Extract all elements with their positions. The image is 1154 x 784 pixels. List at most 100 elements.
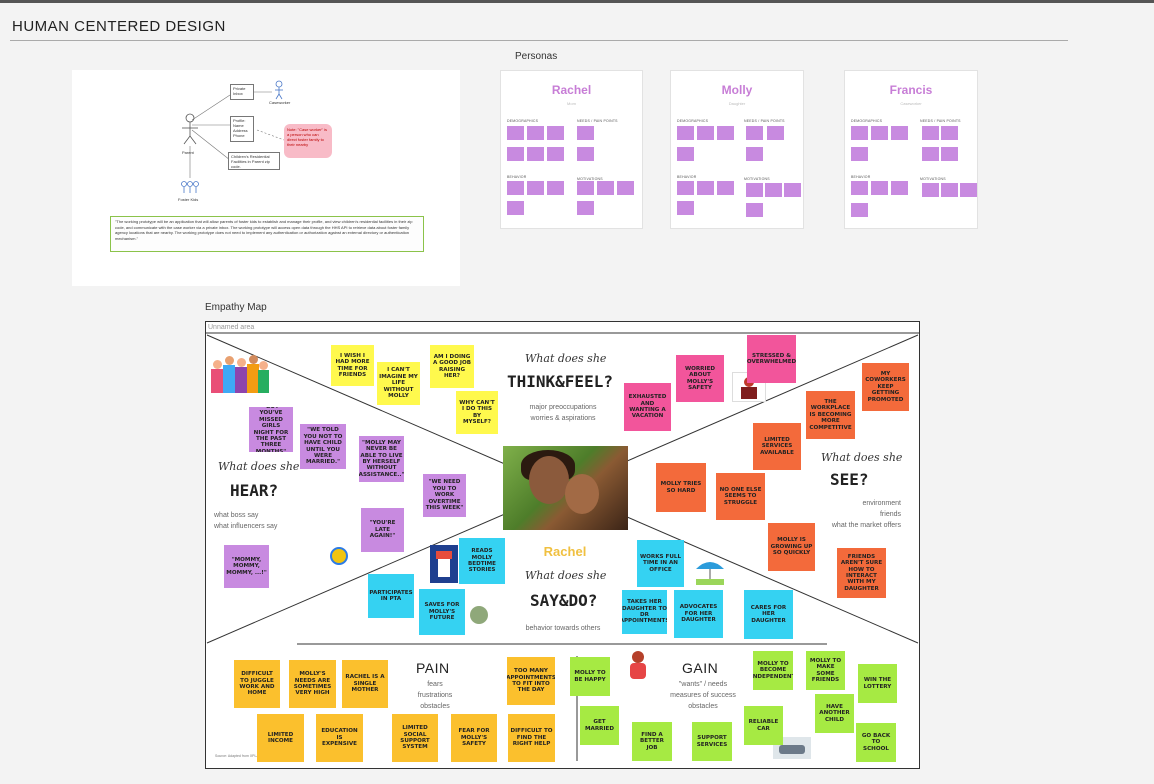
persona-note — [922, 126, 939, 140]
persona-note — [871, 126, 888, 140]
sticky-note-gain[interactable]: Molly to be happy — [570, 657, 610, 696]
sticky-note-see[interactable]: My coworkers keep getting promoted — [862, 363, 909, 411]
persona-section-demographics: DEMOGRAPHICS — [507, 119, 539, 123]
sticky-note-say[interactable]: Works full time in an office — [637, 540, 684, 587]
persona-role: Daughter — [728, 101, 746, 106]
persona-section-needs: NEEDS / PAIN POINTS — [744, 119, 785, 123]
persona-note — [851, 126, 868, 140]
persona-note — [507, 181, 524, 195]
sticky-note-pain[interactable]: Too many appointments to fit into the da… — [507, 657, 555, 705]
sticky-note-say[interactable]: Takes her daughter to Dr appointments — [622, 590, 667, 634]
women-illustration — [211, 352, 269, 400]
sticky-note-pain[interactable]: Difficult to find the right help — [508, 714, 555, 762]
sticky-note-hear[interactable]: "Mommy, mommy, mommy, ...!" — [224, 545, 269, 588]
sticky-note-say[interactable]: Reads Molly bedtime stories — [459, 538, 505, 584]
persona-note — [677, 147, 694, 161]
sticky-note-gain[interactable]: Find a better job — [632, 722, 672, 761]
think-heading: What does she — [525, 352, 607, 365]
sticky-note-see[interactable]: Molly is growing up so quickly — [768, 523, 815, 571]
persona-note — [547, 181, 564, 195]
persona-note — [746, 126, 763, 140]
persona-note — [922, 183, 939, 197]
sticky-note-say[interactable]: Advocates for her daughter — [674, 590, 723, 638]
sticky-note-gain[interactable]: Molly to make some friends — [806, 651, 845, 690]
persona-note — [922, 147, 939, 161]
sticky-note-think[interactable]: Exhausted and wanting a vacation — [624, 383, 671, 431]
sticky-note-gain[interactable]: Get married — [580, 706, 619, 745]
sticky-note-say[interactable]: Participates in PTA — [368, 574, 414, 618]
foster-kids-label: Foster Kids — [178, 197, 199, 202]
persona-section-needs: NEEDS / PAIN POINTS — [920, 119, 961, 123]
persona-section-needs: NEEDS / PAIN POINTS — [577, 119, 618, 123]
persona-note — [547, 126, 564, 140]
persona-note — [577, 147, 594, 161]
sticky-note-see[interactable]: Friends aren't sure how to interact with… — [837, 548, 886, 598]
say-title: SAY&DO? — [530, 591, 598, 610]
sticky-note-pain[interactable]: Molly's needs are sometimes very high — [289, 660, 336, 708]
persona-note — [677, 201, 694, 215]
sticky-note-gain[interactable]: Reliable car — [744, 706, 783, 745]
persona-section-motivations: MOTIVATIONS — [920, 177, 946, 181]
use-case-diagram-card[interactable]: Private Inbox Caseworker Profile: Name A… — [72, 70, 460, 286]
profile-box: Profile: Name Address Phone — [230, 116, 254, 142]
persona-note — [527, 126, 544, 140]
sticky-note-think[interactable]: I can't imagine my life without Molly — [377, 362, 420, 405]
persona-card-molly[interactable]: Molly Daughter DEMOGRAPHICS NEEDS / PAIN… — [670, 70, 804, 229]
persona-note — [547, 147, 564, 161]
persona-photo — [503, 446, 628, 530]
persona-name: Molly — [721, 83, 753, 97]
persona-note — [577, 126, 594, 140]
sticky-note-gain[interactable]: Molly to become independent — [753, 651, 793, 690]
pain-sub-2: frustrations — [417, 692, 453, 699]
persona-card-francis[interactable]: Francis Caseworker DEMOGRAPHICS NEEDS / … — [844, 70, 978, 229]
sticky-note-think[interactable]: I wish I had more time for friends — [331, 345, 374, 386]
sticky-note-pain[interactable]: Limited income — [257, 714, 304, 762]
persona-note — [784, 183, 801, 197]
sticky-note-hear[interactable]: "We told you not to have child until you… — [300, 424, 346, 469]
persona-note — [507, 201, 524, 215]
sticky-note-see[interactable]: Molly tries so hard — [656, 463, 706, 512]
say-sub-1: behavior towards others — [525, 625, 601, 632]
sticky-note-pain[interactable]: Education is expensive — [316, 714, 363, 762]
sticky-note-pain[interactable]: Rachel is a single mother — [342, 660, 388, 708]
persona-section-motivations: MOTIVATIONS — [577, 177, 603, 181]
sticky-note-think[interactable]: Stressed & overwhelmed — [747, 335, 796, 383]
board-title: HUMAN CENTERED DESIGN — [12, 18, 226, 35]
sticky-note-hear[interactable]: "You're late again!" — [361, 508, 404, 552]
sticky-note-say[interactable]: Cares for her daughter — [744, 590, 793, 639]
see-title: SEE? — [830, 470, 869, 489]
sticky-note-see[interactable]: Limited services available — [753, 423, 801, 470]
sticky-note-think[interactable]: Why can't I do this by myself? — [456, 391, 498, 434]
sticky-note-see[interactable]: No one else seems to struggle — [716, 473, 765, 520]
persona-card-rachel[interactable]: Rachel Mom DEMOGRAPHICS NEEDS / PAIN POI… — [500, 70, 643, 229]
sticky-note-pain[interactable]: Limited social support system — [392, 714, 438, 762]
foster-kids-icon — [181, 181, 199, 193]
persona-note — [891, 181, 908, 195]
sticky-note-gain[interactable]: Go back to school — [856, 723, 896, 762]
sticky-note-hear[interactable]: "We need you to work overtime this week" — [423, 474, 466, 517]
source-note: Source: Adapted from XPLANE — [215, 754, 264, 758]
empathy-map-label: Empathy Map — [205, 302, 267, 313]
persona-note — [677, 181, 694, 195]
persona-note — [851, 147, 868, 161]
title-divider — [10, 40, 1068, 41]
sticky-note-hear[interactable]: "Molly may never be able to live by hers… — [359, 436, 404, 482]
clock-icon — [328, 537, 350, 571]
sticky-note-think[interactable]: Worried about Molly's safety — [676, 355, 724, 402]
sticky-note-see[interactable]: The workplace is becoming more competiti… — [806, 391, 855, 439]
persona-note — [767, 126, 784, 140]
persona-name: Francis — [889, 83, 933, 97]
learning-umbrella-image — [692, 555, 728, 587]
sticky-note-hear[interactable]: "But you've missed girls night for the p… — [249, 407, 293, 452]
sticky-note-say[interactable]: Saves for Molly's future — [419, 589, 465, 635]
persona-note — [617, 181, 634, 195]
sticky-note-gain[interactable]: Have another child — [815, 694, 854, 733]
sticky-note-pain[interactable]: Fear for Molly's safety — [451, 714, 497, 762]
sticky-note-gain[interactable]: Support services — [692, 722, 732, 761]
persona-note — [765, 183, 782, 197]
sticky-note-gain[interactable]: Win the lottery — [858, 664, 897, 703]
sticky-note-pain[interactable]: Difficult to juggle work and home — [234, 660, 280, 708]
requirements-caption: "The working prototype will be an applic… — [110, 216, 424, 252]
sticky-note-think[interactable]: Am I doing a good job raising her? — [430, 345, 474, 388]
persona-section-demographics: DEMOGRAPHICS — [677, 119, 709, 123]
